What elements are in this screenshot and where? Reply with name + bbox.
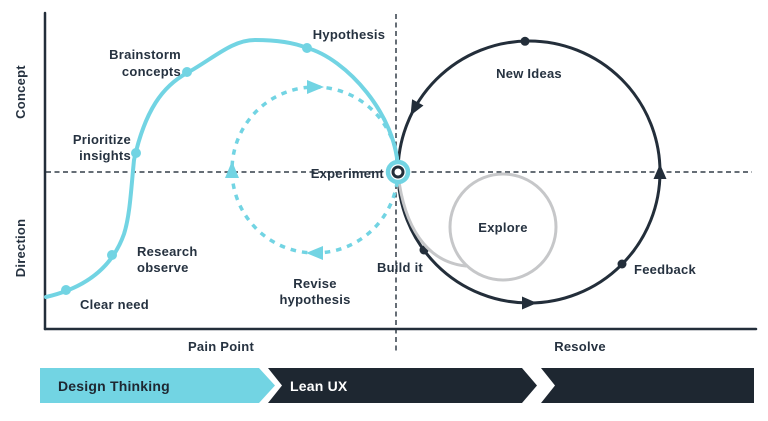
timeline-bars: Design Thinking Lean UX (40, 368, 754, 403)
lean-arrow-left-icon (225, 161, 239, 178)
label-explore: Explore (478, 220, 527, 235)
agile-arrow-bottom-icon (522, 296, 537, 310)
y-axis-label-concept: Concept (13, 65, 28, 119)
label-brainstorm-line2: concepts (122, 64, 181, 79)
explore-circle (448, 172, 558, 282)
lean-arrow-top-icon (307, 80, 324, 94)
label-hypothesis: Hypothesis (313, 27, 386, 42)
label-research-line1: Research (137, 244, 198, 259)
experiment-target-icon (385, 159, 411, 185)
explore-loop (396, 172, 558, 282)
label-prioritize-line2: insights (79, 148, 131, 163)
y-axis-label-direction: Direction (13, 219, 28, 278)
label-revise-line1: Revise (293, 276, 336, 291)
dt-dot-clear-need (61, 285, 71, 295)
timeline-label-design-thinking: Design Thinking (58, 378, 170, 394)
agile-dot-feedback (617, 259, 627, 269)
dt-dot-brainstorm (182, 67, 192, 77)
timeline-bar-lean-ux (268, 368, 537, 403)
label-new-ideas: New Ideas (496, 66, 562, 81)
agile-arrow-right-icon (653, 164, 667, 179)
label-brainstorm-line1: Brainstorm (109, 47, 181, 62)
label-build-it: Build it (377, 260, 423, 275)
design-thinking-curve-group (44, 37, 400, 299)
agile-arrow-left-icon (410, 99, 424, 116)
explore-tail-curve (396, 172, 468, 268)
x-axis-label-resolve: Resolve (554, 339, 606, 354)
label-feedback: Feedback (634, 262, 696, 277)
label-experiment: Experiment (311, 166, 385, 181)
dt-dot-prioritize (131, 148, 141, 158)
x-axis-label-pain-point: Pain Point (188, 339, 254, 354)
label-research-line2: observe (137, 260, 189, 275)
timeline-bar-design-thinking (40, 368, 275, 403)
target-inner-ring (391, 165, 405, 179)
dt-dot-research (107, 250, 117, 260)
timeline-label-lean-ux: Lean UX (290, 378, 348, 394)
label-clear-need: Clear need (80, 297, 149, 312)
label-revise-line2: hypothesis (279, 292, 350, 307)
timeline-bar-third (541, 368, 754, 403)
lean-arrow-bottom-icon (306, 246, 323, 260)
agile-dot-new-ideas (520, 36, 530, 46)
dt-dot-hypothesis (302, 43, 312, 53)
diagram-labels: Concept Direction Pain Point Resolve Cle… (13, 27, 696, 354)
label-prioritize-line1: Prioritize (73, 132, 131, 147)
